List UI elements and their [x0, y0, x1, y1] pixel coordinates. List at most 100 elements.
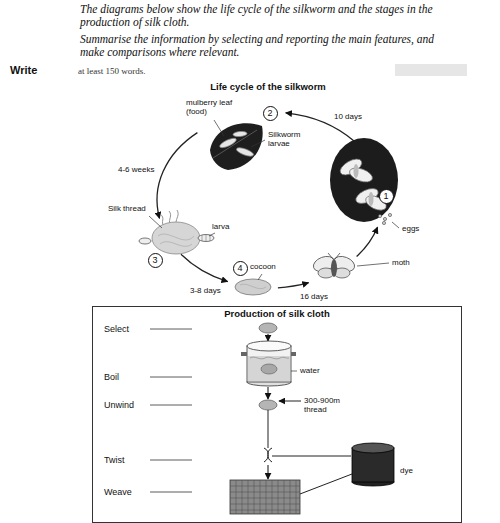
duration-label: 10 days: [334, 112, 362, 121]
callout-circle: 2: [263, 106, 278, 121]
moths-on-leaf-picture: [383, 217, 386, 220]
step-dash: [150, 405, 192, 406]
flow-arrow: [267, 334, 268, 341]
part-label: cocoon: [250, 262, 276, 271]
leader-line: [392, 222, 399, 228]
callout-ring: [148, 253, 162, 267]
step-label: Twist: [104, 455, 125, 465]
step-label: Boil: [104, 372, 119, 382]
adult-moth-picture: [311, 253, 356, 278]
duration-label: 3-8 days: [190, 286, 221, 295]
cycle-arrow: [181, 254, 228, 281]
part-label: larva: [212, 222, 229, 231]
callout-number: 1: [383, 192, 388, 201]
prompt-text: The diagrams below show the life cycle o…: [80, 3, 452, 29]
step-dash: [150, 377, 192, 378]
dye-pot: [300, 474, 352, 494]
process-panel: Production of silk cloth: [92, 306, 462, 523]
flow-arrow: [267, 387, 268, 399]
spinning-larva-picture: [139, 238, 151, 244]
part-label: moth: [392, 258, 410, 267]
cocoon-picture: [240, 284, 266, 289]
callout-circle: 1: [379, 189, 394, 204]
boiling-pot: [250, 357, 289, 359]
leader-line: [251, 140, 265, 147]
unwound-cocoon: [259, 400, 277, 410]
callout-number: 2: [267, 109, 272, 118]
selected-cocoon: [259, 323, 277, 333]
cycle-arrow: [157, 133, 197, 219]
twisted-thread: [272, 456, 351, 457]
spinning-larva-picture: [152, 222, 200, 254]
spinning-larva-picture: [202, 235, 210, 242]
callout-number: 4: [237, 264, 242, 273]
woven-cloth: [230, 480, 300, 514]
part-label: water: [300, 366, 320, 375]
callout-circle: 3: [148, 253, 163, 268]
adult-moth-picture: [331, 259, 337, 277]
moths-on-leaf-picture: [378, 214, 381, 217]
moths-on-leaf-picture: [382, 221, 385, 224]
part-label: eggs: [402, 224, 419, 233]
boiling-pot: [241, 341, 296, 386]
boiling-pot: [248, 356, 290, 381]
twisted-thread: [264, 448, 351, 462]
adult-moth-picture: [328, 253, 340, 259]
diagram-title: Life cycle of the silkworm: [178, 82, 358, 93]
part-label: Silkworm larvae: [268, 130, 308, 148]
mulberry-leaf-picture: [233, 131, 247, 137]
spinning-larva-picture: [139, 210, 214, 254]
mulberry-leaf-picture: [210, 123, 263, 170]
duration-label: 16 days: [300, 292, 328, 301]
leader-line: [149, 216, 162, 228]
redaction-blur: [395, 64, 467, 76]
twisted-thread: [264, 448, 272, 462]
prompt-word: at least 150 words.: [78, 66, 146, 76]
part-label: Silk thread: [108, 204, 146, 213]
callout-ring: [233, 261, 247, 275]
step-label: Weave: [104, 487, 132, 497]
leader-line: [214, 120, 224, 136]
spinning-larva-picture: [158, 234, 194, 246]
unwound-cocoon: [259, 400, 301, 448]
boiling-pot: [241, 352, 247, 356]
moths-on-leaf-picture: [388, 213, 391, 216]
prompt-word: Write: [10, 64, 37, 77]
step-dash: [150, 460, 192, 461]
cocoon-picture: [235, 279, 271, 295]
callout-ring: [379, 189, 393, 203]
panel-heading: Production of silk cloth: [93, 307, 461, 320]
boiling-pot: [261, 364, 277, 374]
moths-on-leaf-picture: [330, 138, 398, 222]
leader-line: [149, 120, 399, 371]
moths-on-leaf-picture: [354, 164, 359, 178]
cycle-arrow: [357, 227, 378, 256]
dye-pot: [300, 443, 394, 494]
selected-cocoon: [259, 323, 277, 333]
callout-number: 3: [152, 256, 157, 265]
moths-on-leaf-picture: [330, 138, 398, 225]
boiling-pot: [291, 352, 296, 356]
part-label: mulberry leaf (food): [186, 98, 240, 116]
dimension-label: 300-900m thread: [304, 396, 348, 414]
part-label: dye: [400, 466, 413, 475]
leader-line: [357, 263, 389, 266]
moths-on-leaf-picture: [369, 192, 374, 206]
moths-on-leaf-picture: [348, 165, 375, 184]
mulberry-leaf-picture: [210, 123, 263, 170]
cycle-arrow: [278, 283, 309, 288]
step-dash: [150, 329, 192, 330]
step-dash: [150, 492, 192, 493]
mulberry-leaf-picture: [219, 136, 238, 149]
woven-cloth: [230, 480, 300, 514]
woven-cloth: [230, 480, 300, 514]
step-dash: [150, 329, 192, 492]
mulberry-leaf-picture: [236, 146, 255, 158]
step-label: Unwind: [104, 400, 134, 410]
cocoon-picture: [235, 279, 271, 295]
leader-line: [258, 274, 262, 280]
mulberry-leaf-picture: [213, 130, 257, 158]
dye-pot: [352, 443, 394, 453]
step-label: Select: [104, 324, 129, 334]
